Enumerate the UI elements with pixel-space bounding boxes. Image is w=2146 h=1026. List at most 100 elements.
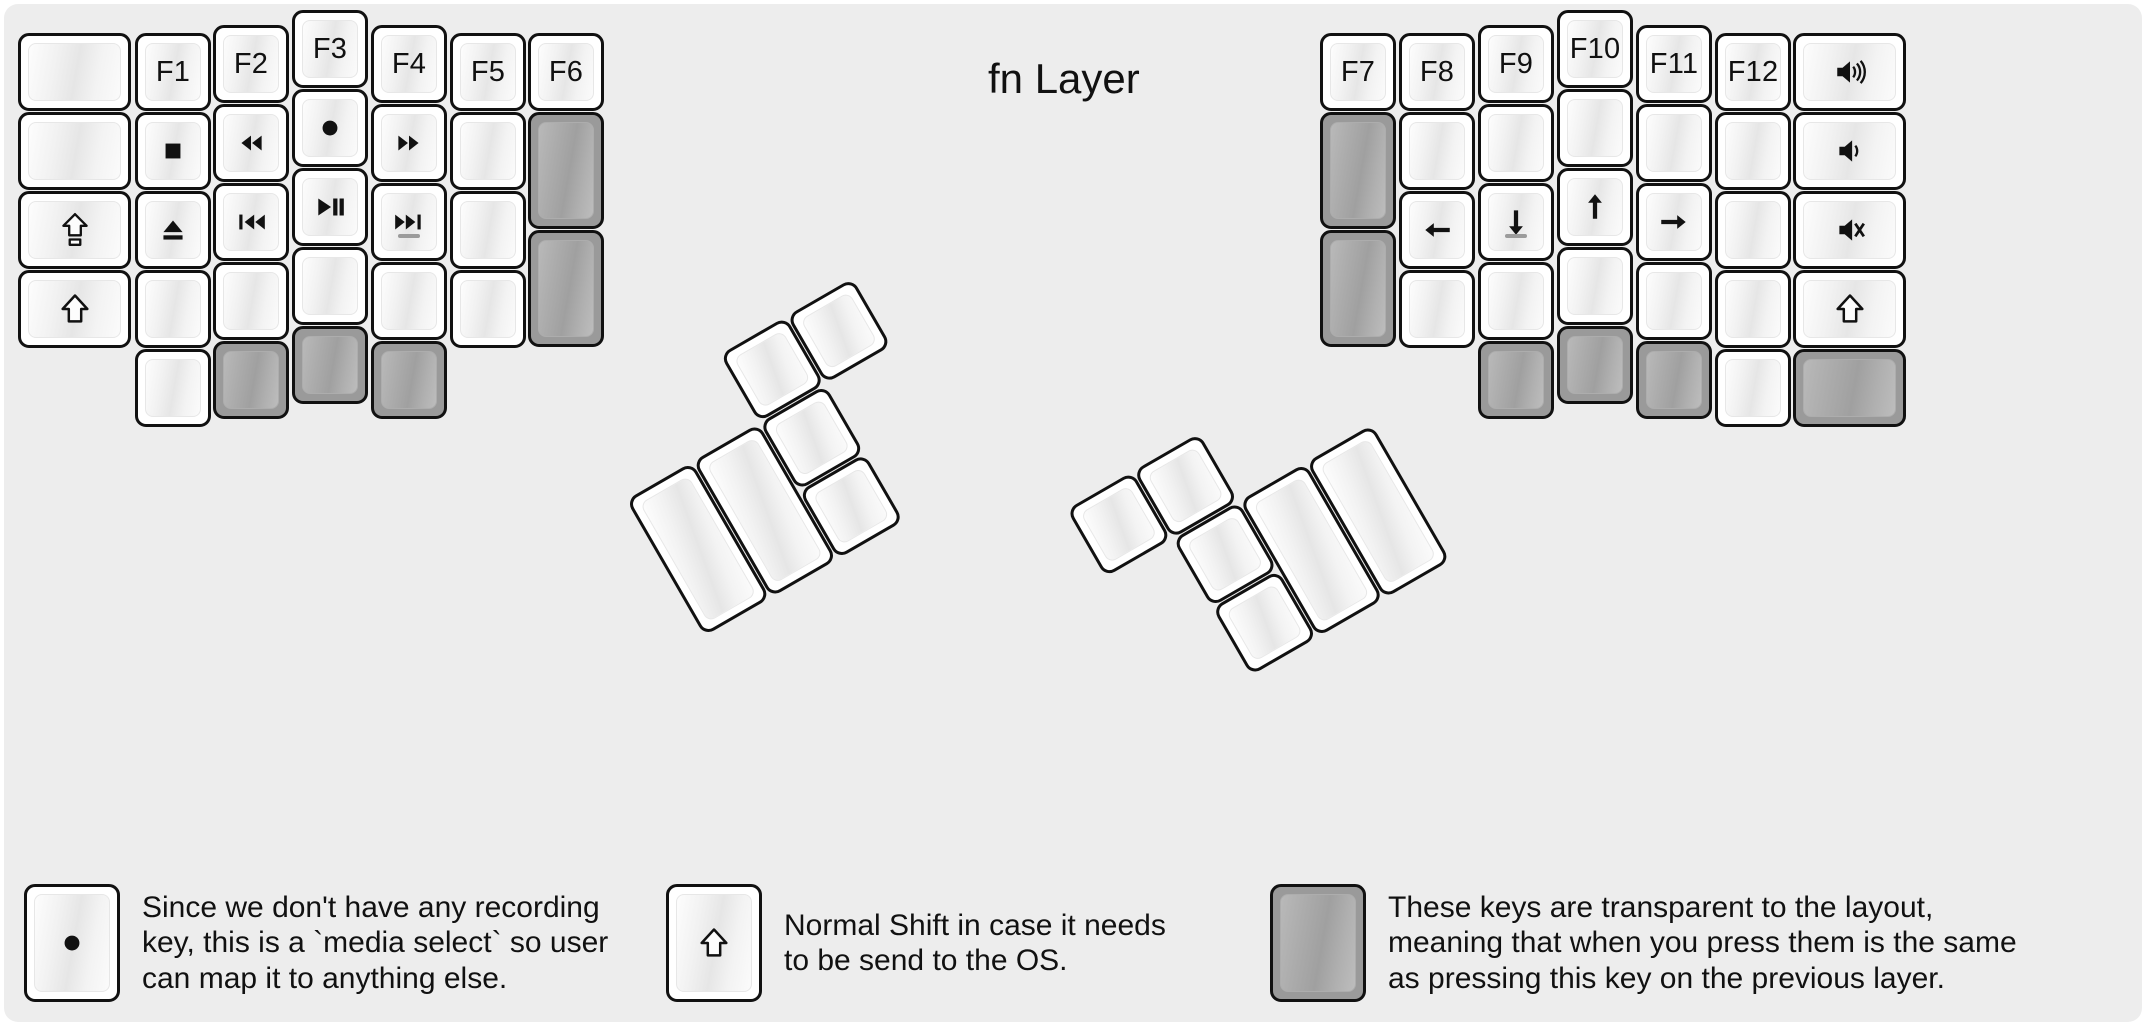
keycap-surface	[1646, 272, 1702, 330]
key-blank-7[interactable]	[371, 262, 447, 340]
keycap-surface	[381, 351, 437, 409]
key-f9[interactable]: F9	[1478, 25, 1554, 103]
key-f12[interactable]: F12	[1715, 33, 1791, 111]
arrow-down-icon	[1499, 205, 1533, 239]
shift-arrow-icon	[696, 925, 732, 961]
key-f7[interactable]: F7	[1320, 33, 1396, 111]
key-transparent-2[interactable]	[292, 326, 368, 404]
key-blank-12[interactable]	[1399, 270, 1475, 348]
key-blank-9[interactable]	[450, 191, 526, 269]
key-transparent-5[interactable]	[528, 230, 604, 347]
key-blank-8[interactable]	[450, 112, 526, 190]
key-f11[interactable]: F11	[1636, 25, 1712, 103]
media-next-track-icon	[392, 205, 426, 239]
key-blank-13[interactable]	[1478, 104, 1554, 182]
media-prev-track-icon	[234, 205, 268, 239]
key-f6[interactable]: F6	[528, 33, 604, 111]
key-blank-22[interactable]	[1715, 349, 1791, 427]
key-blank-21[interactable]	[1715, 270, 1791, 348]
key-media-play-pause[interactable]	[292, 168, 368, 246]
key-arrow-up[interactable]	[1557, 168, 1633, 246]
key-media-rewind[interactable]	[213, 104, 289, 182]
keycap-surface	[28, 122, 121, 180]
keycap-surface: F2	[223, 35, 279, 93]
key-blank-20[interactable]	[1715, 191, 1791, 269]
key-arrow-down[interactable]	[1478, 183, 1554, 261]
arrow-right-icon	[1657, 205, 1691, 239]
key-f5[interactable]: F5	[450, 33, 526, 111]
key-shift[interactable]	[18, 270, 131, 348]
key-media-stop[interactable]	[135, 112, 211, 190]
key-media-prev-track[interactable]	[213, 183, 289, 261]
key-label: F11	[1649, 47, 1699, 80]
key-transparent-1[interactable]	[213, 341, 289, 419]
media-eject-icon	[156, 213, 190, 247]
keycap-surface	[1225, 583, 1304, 662]
key-volume-down[interactable]	[1793, 112, 1906, 190]
caps-lock-arrow-icon	[57, 211, 93, 249]
key-arrow-left[interactable]	[1399, 191, 1475, 269]
key-transparent-6[interactable]	[1320, 112, 1396, 229]
key-blank-2[interactable]	[18, 112, 131, 190]
key-blank-19[interactable]	[1715, 112, 1791, 190]
key-media-fast-forward[interactable]	[371, 104, 447, 182]
key-blank-3[interactable]	[135, 270, 211, 348]
key-blank-11[interactable]	[1399, 112, 1475, 190]
keycap-surface	[1725, 359, 1781, 417]
shift-arrow-icon	[57, 291, 93, 327]
keycap-surface	[538, 122, 594, 219]
keycap-surface	[28, 280, 121, 338]
key-arrow-right[interactable]	[1636, 183, 1712, 261]
key-transparent-8[interactable]	[1478, 341, 1554, 419]
key-f8[interactable]: F8	[1399, 33, 1475, 111]
keycap-surface: F10	[1567, 20, 1623, 78]
key-transparent-11[interactable]	[1793, 349, 1906, 427]
key-transparent-10[interactable]	[1636, 341, 1712, 419]
legend-media-record: Since we don't have any recording key, t…	[24, 884, 684, 1002]
key-caps-lock[interactable]	[18, 191, 131, 269]
keycap-surface	[733, 330, 812, 409]
key-volume-up[interactable]	[1793, 33, 1906, 111]
key-blank-6[interactable]	[292, 247, 368, 325]
key-blank-16[interactable]	[1557, 247, 1633, 325]
keycap-surface: F1	[145, 43, 201, 101]
key-transparent-4[interactable]	[528, 112, 604, 229]
keycap-surface	[1186, 515, 1264, 594]
key-transparent-9[interactable]	[1557, 326, 1633, 404]
key-f3[interactable]: F3	[292, 10, 368, 88]
legend-media-record-text: Since we don't have any recording key, t…	[142, 890, 609, 995]
key-media-eject[interactable]	[135, 191, 211, 269]
key-transparent-7[interactable]	[1320, 230, 1396, 347]
keycap-surface	[223, 114, 279, 172]
key-transparent-3[interactable]	[371, 341, 447, 419]
key-blank-4[interactable]	[135, 349, 211, 427]
keycap-surface	[812, 467, 891, 546]
media-record-icon	[55, 926, 89, 960]
key-blank-17[interactable]	[1636, 104, 1712, 182]
keycap-surface	[381, 272, 437, 330]
keycap-surface	[1725, 280, 1781, 338]
keycap-surface	[381, 114, 437, 172]
key-volume-mute[interactable]	[1793, 191, 1906, 269]
key-blank-5[interactable]	[213, 262, 289, 340]
media-stop-icon	[156, 134, 190, 168]
keycap-surface	[28, 43, 121, 101]
key-blank-10[interactable]	[450, 270, 526, 348]
key-blank-14[interactable]	[1478, 262, 1554, 340]
keycap-surface	[1646, 193, 1702, 251]
key-blank-18[interactable]	[1636, 262, 1712, 340]
key-shift-right[interactable]	[1793, 270, 1906, 348]
media-rewind-icon	[234, 126, 268, 160]
key-f2[interactable]: F2	[213, 25, 289, 103]
keycap-surface	[1080, 485, 1158, 564]
keycap-surface	[145, 122, 201, 180]
key-f1[interactable]: F1	[135, 33, 211, 111]
key-f10[interactable]: F10	[1557, 10, 1633, 88]
key-blank-15[interactable]	[1557, 89, 1633, 167]
key-media-next-track[interactable]	[371, 183, 447, 261]
key-f4[interactable]: F4	[371, 25, 447, 103]
key-blank-1[interactable]	[18, 33, 131, 111]
key-media-record[interactable]	[292, 89, 368, 167]
keycap-surface	[1409, 201, 1465, 259]
